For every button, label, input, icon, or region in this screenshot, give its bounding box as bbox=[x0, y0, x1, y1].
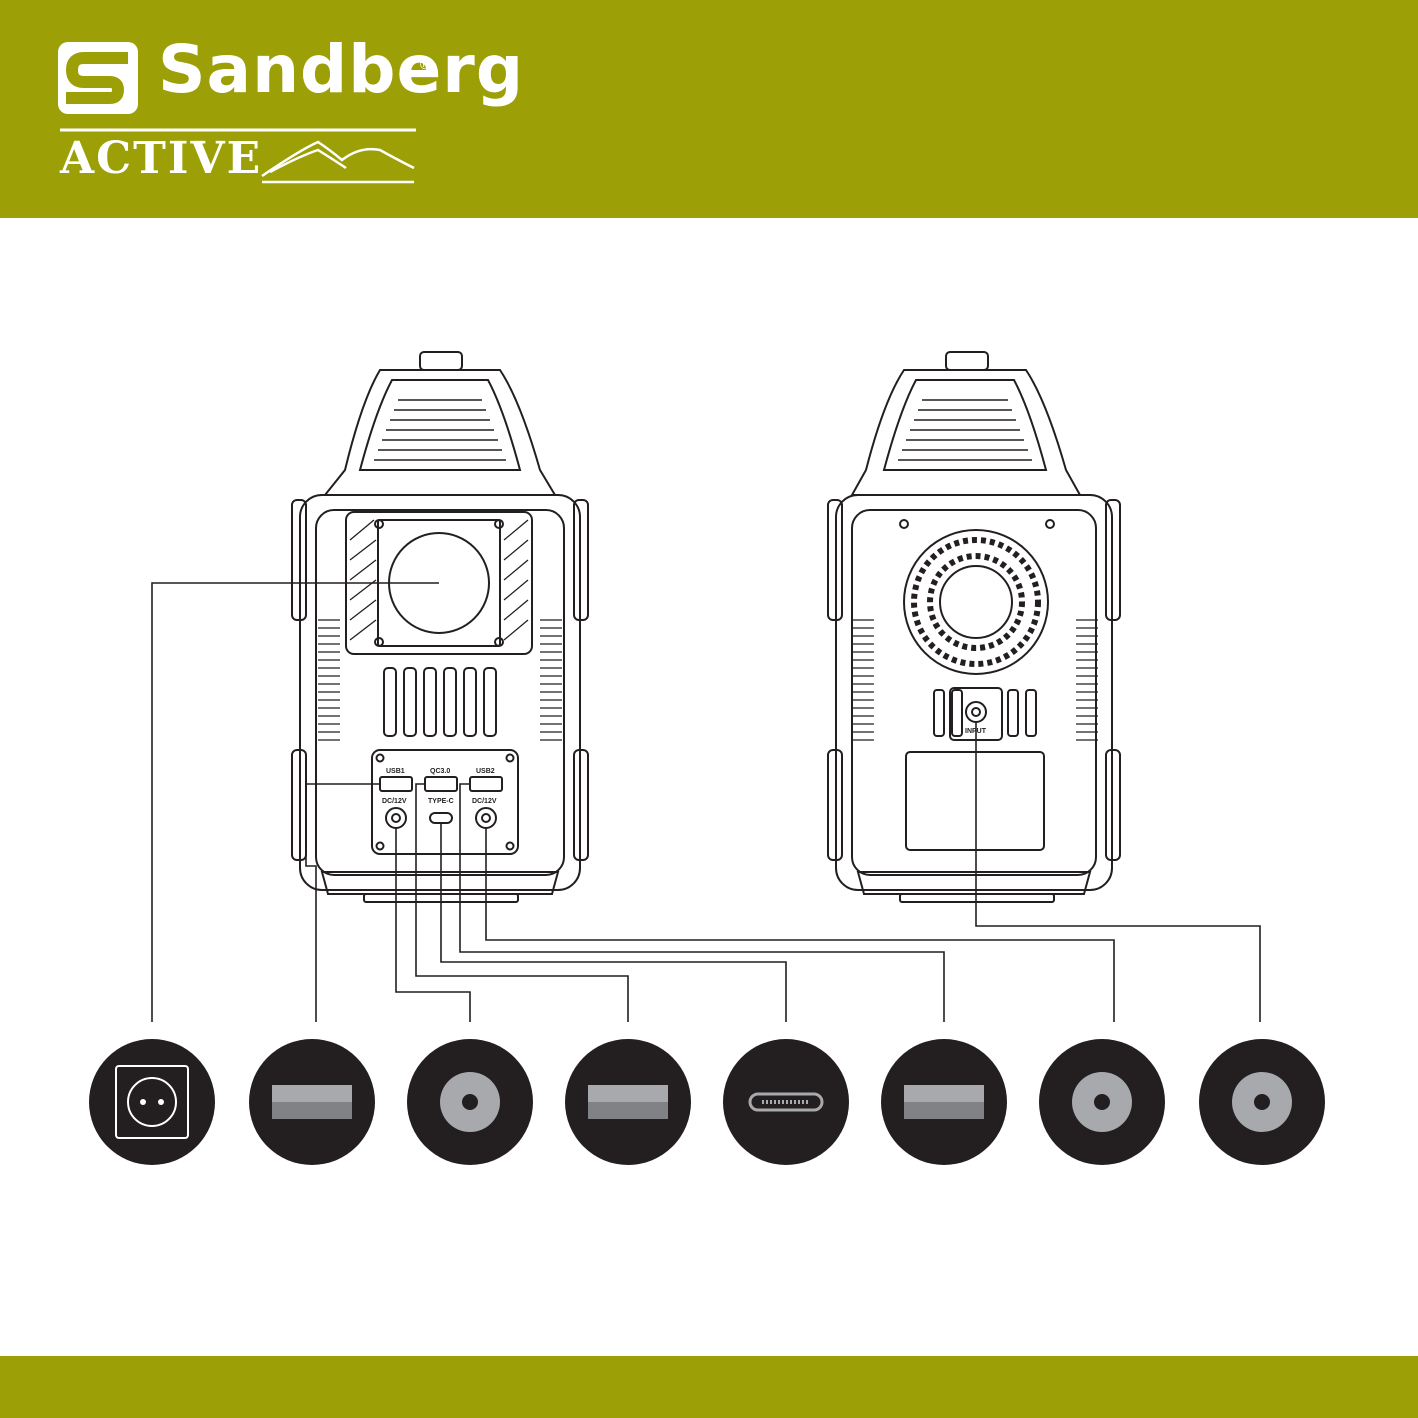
footer-banner bbox=[0, 1356, 1418, 1418]
back-device bbox=[828, 352, 1120, 902]
usb-a-icon bbox=[565, 1039, 691, 1165]
usb-c-icon bbox=[723, 1039, 849, 1165]
dc-barrel-icon bbox=[407, 1039, 533, 1165]
front-port-label: TYPE-C bbox=[428, 798, 454, 805]
front-device bbox=[292, 352, 588, 902]
front-port-label: QC3.0 bbox=[430, 768, 450, 775]
front-port-label: USB1 bbox=[386, 768, 405, 775]
callout-lines bbox=[152, 583, 1260, 1022]
usb-a-icon bbox=[881, 1039, 1007, 1165]
front-port-label: DC/12V bbox=[382, 798, 407, 805]
usb-a-icon bbox=[249, 1039, 375, 1165]
ac-outlet-icon bbox=[89, 1039, 215, 1165]
dc-barrel-icon bbox=[1199, 1039, 1325, 1165]
front-port-label: USB2 bbox=[476, 768, 495, 775]
back-port-label: INPUT bbox=[965, 728, 987, 735]
front-port-label: DC/12V bbox=[472, 798, 497, 805]
product-diagram: USB1 QC3.0 USB2 DC/12V TYPE-C DC/12V INP… bbox=[0, 0, 1418, 1356]
dc-barrel-icon bbox=[1039, 1039, 1165, 1165]
